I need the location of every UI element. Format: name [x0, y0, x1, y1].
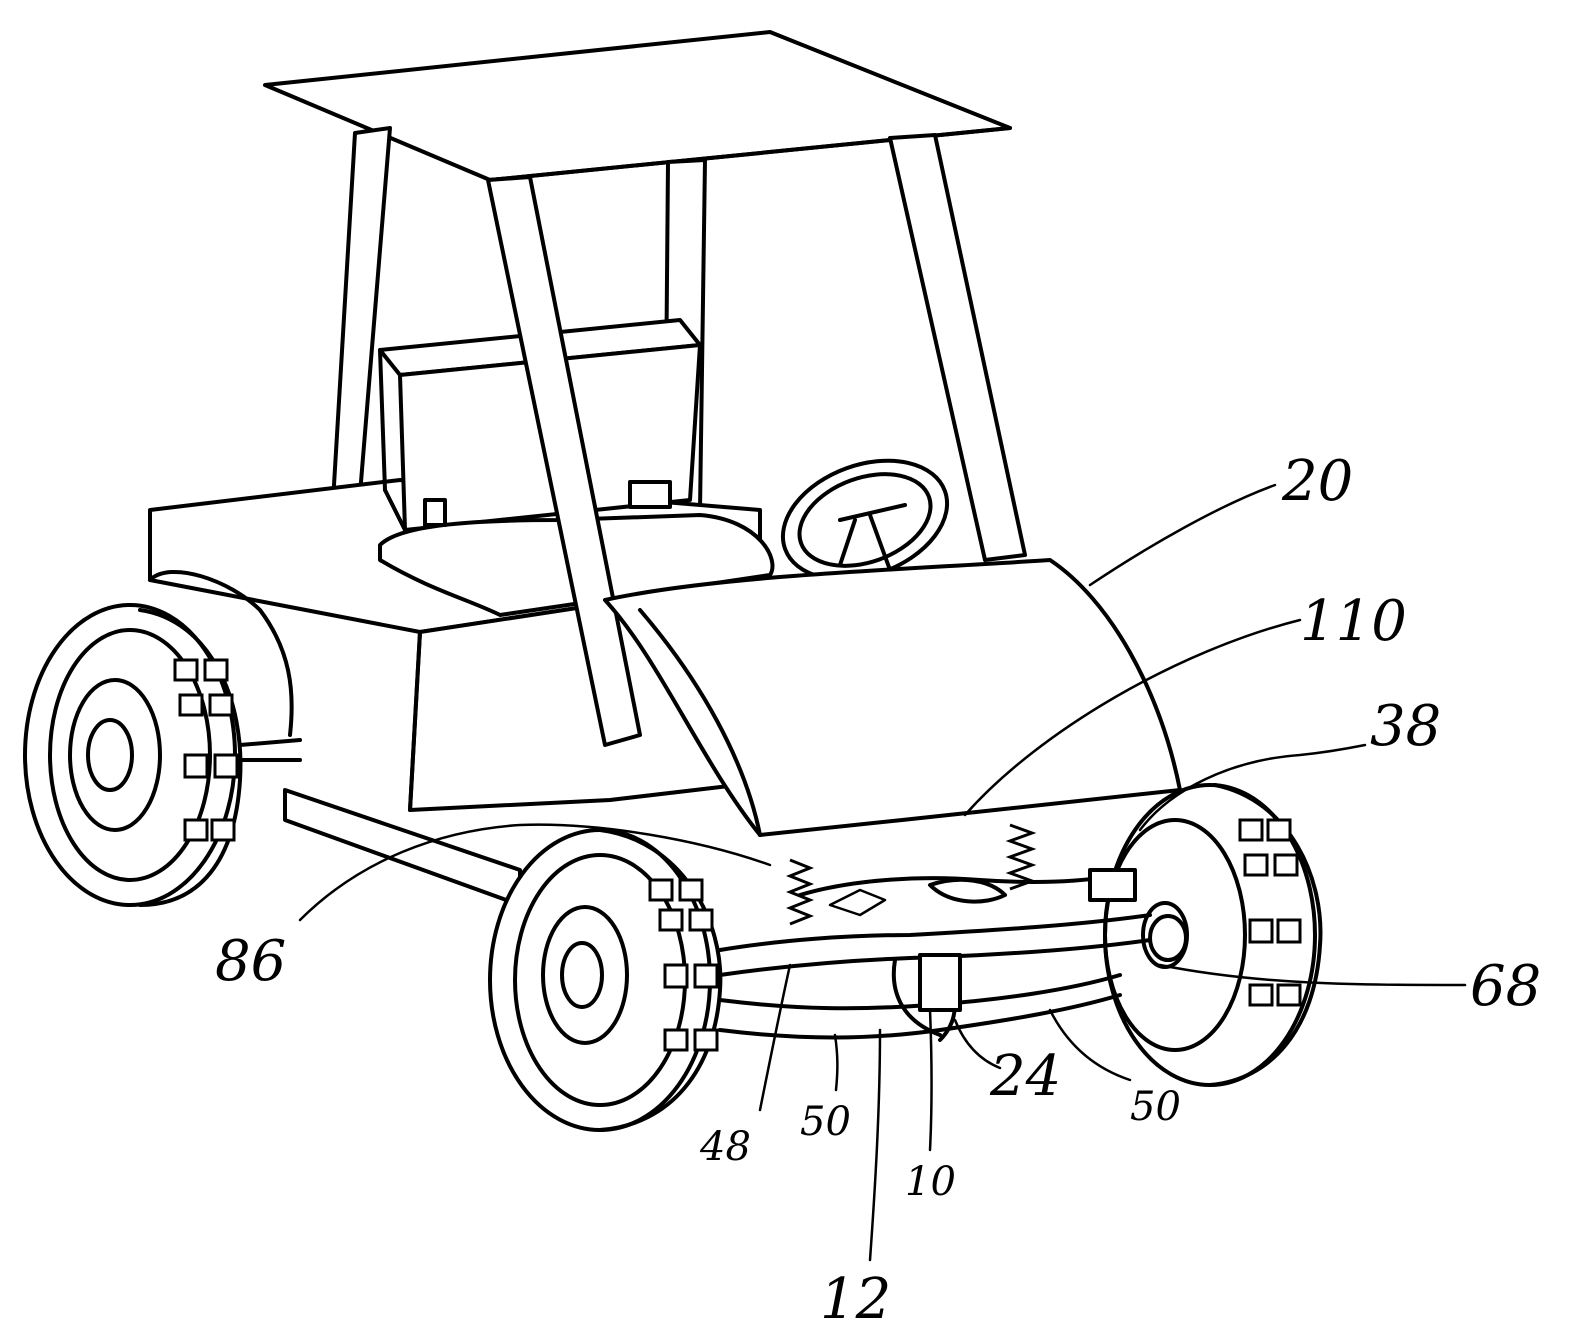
ref-50-right: 50	[1130, 1084, 1181, 1130]
ref-24: 24	[989, 1044, 1061, 1109]
rear-left-wheel	[25, 605, 240, 905]
front-right-wheel	[1105, 785, 1320, 1085]
ref-48: 48	[699, 1124, 751, 1170]
front-left-wheel	[490, 830, 720, 1130]
ref-10: 10	[905, 1159, 956, 1205]
front-cowl	[605, 560, 1180, 835]
ref-110: 110	[1300, 589, 1407, 654]
ref-12: 12	[820, 1267, 891, 1332]
ref-68: 68	[1470, 954, 1541, 1019]
ref-38: 38	[1370, 694, 1441, 759]
ref-20: 20	[1281, 449, 1353, 514]
ref-50-left: 50	[800, 1099, 851, 1145]
ref-86: 86	[215, 929, 286, 994]
